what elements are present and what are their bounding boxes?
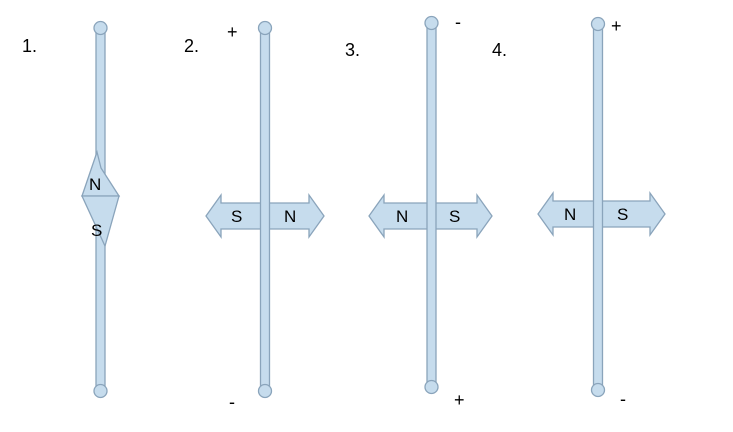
panel-2-needle-second-pole: N (284, 207, 296, 226)
panel-4-bottom-terminal (590, 382, 606, 398)
panel-3: 3. - + N S (345, 12, 493, 410)
panel-1-bottom-terminal (93, 383, 108, 399)
panel-2-number: 2. (184, 36, 199, 56)
panel-1-needle-south-half (80, 195, 120, 248)
panel-4-wire (592, 25, 604, 391)
panel-2-top-sign: + (227, 22, 238, 42)
panel-3-needle-second-pole: S (449, 207, 460, 226)
panel-2: 2. + - S N (184, 20, 325, 412)
panel-3-bottom-sign: + (454, 390, 465, 410)
panel-4-needle-first-pole: N (564, 205, 576, 224)
panel-2-bottom-sign: - (229, 392, 235, 412)
panel-4-top-sign: + (611, 16, 622, 36)
panel-3-needle-first-pole: N (396, 207, 408, 226)
panel-3-number: 3. (345, 40, 360, 60)
panel-2-wire (259, 29, 271, 391)
panel-1-needle-second-pole: S (91, 221, 102, 240)
panel-1-needle-first-pole: N (89, 175, 101, 194)
panel-1-top-terminal (93, 20, 108, 36)
panel-4-needle-second-pole: S (617, 205, 628, 224)
panel-4: 4. + - N S (492, 16, 666, 409)
panel-4-bottom-sign: - (620, 389, 626, 409)
panel-2-top-terminal (257, 20, 273, 36)
panel-1-compass-needle: N S (80, 149, 121, 248)
panel-3-bottom-terminal (424, 379, 439, 395)
panel-3-top-terminal (424, 15, 439, 31)
panel-2-needle-first-pole: S (231, 207, 242, 226)
panel-3-top-sign: - (455, 12, 461, 32)
panel-1: 1. N S (22, 20, 121, 399)
panel-2-bottom-terminal (257, 383, 273, 399)
panel-3-wire (426, 25, 437, 389)
panel-4-number: 4. (492, 40, 507, 60)
panel-4-top-terminal (590, 16, 606, 32)
panel-1-number: 1. (22, 36, 37, 56)
